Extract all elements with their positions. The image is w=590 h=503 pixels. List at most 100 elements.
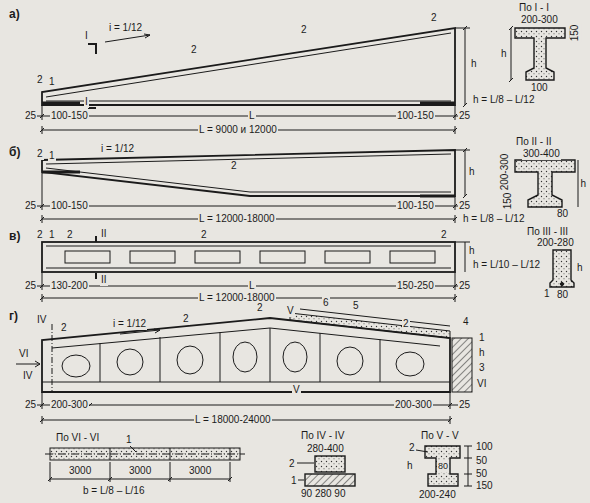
drawing-label: 100-150 [50,200,89,212]
drawing-label: 200-280 [536,237,575,249]
drawing-label: L = 12000-18000 [198,292,276,304]
drawing-label: L = 9000 и 12000 [198,124,278,136]
drawing-label: IV [22,370,33,382]
drawing-label: 2 [230,160,238,172]
drawing-label: h = L/8 – L/12 [472,94,535,106]
drawing-label: По IV - IV [300,430,345,442]
drawing-label: 2 [402,318,410,330]
drawing-label: h [468,245,476,257]
drawing-label: 50 [475,455,488,467]
drawing-label: 100-150 [50,110,89,122]
drawing-label: 2 [36,229,44,241]
drawing-label: i = 1/12 [100,143,135,155]
drawing-label: 2 [190,44,198,56]
drawing-label: h [500,48,508,60]
drawing-label: б) [8,146,21,158]
drawing-label: 2 [256,302,264,314]
drawing-label: 4 [462,316,470,328]
drawing-label: 3000 [128,465,152,477]
drawing-label: 25 [458,280,471,292]
drawing-label: i = 1/12 [112,318,147,330]
drawing-label: b = L/8 – L/16 [82,485,145,497]
drawing-label: 150 [475,480,494,492]
drawing-label: 1 [543,288,551,300]
drawing-label: L [248,280,256,292]
drawing-label: 1 [125,434,133,446]
drawing-label: 80 [556,208,569,220]
drawing-label: II [100,228,108,240]
drawing-label: 3 [478,362,486,374]
drawing-label: 1 [48,229,56,241]
drawing-label: г) [8,310,19,322]
drawing-label: 200-300 [394,399,433,411]
drawing-label: I [84,96,89,108]
drawing-label: I [84,30,89,42]
drawing-label: 80 [556,289,569,301]
drawing-label: 6 [322,297,330,309]
drawing-label: 280-400 [306,443,345,455]
drawing-label: а) [8,8,21,20]
drawing-label: 1 [478,332,486,344]
drawing-label: 1 [290,475,298,487]
drawing-label: 100 [475,441,494,453]
drawing-label: 25 [24,110,37,122]
drawing-label: 200-300 [499,153,511,192]
drawing-label: 200-300 [50,399,89,411]
drawing-label: 25 [24,200,37,212]
drawing-label: 200-240 [418,489,457,501]
drawing-label: 25 [458,110,471,122]
drawing-label: h [468,166,476,178]
drawing-label: По I - I [518,2,550,14]
drawing-label: 3000 [68,465,92,477]
drawing-label: V [286,305,295,317]
drawing-label: L = 18000-24000 [194,414,272,426]
drawing-label: h [470,58,478,70]
drawing-label: h [579,178,587,190]
drawing-label: L [248,110,256,122]
drawing-label: 90 280 90 [300,488,347,500]
drawing-label: IV [36,314,47,326]
drawing-label: 2 [288,458,296,470]
drawing-label: 200-300 [520,14,559,26]
drawing-label: 2 [36,148,44,160]
drawing-label: 2 [60,322,68,334]
drawing-label: II [100,274,108,286]
drawing-label: L = 12000-18000 [198,213,276,225]
drawing-label: 2 [36,74,44,86]
drawing-label: h [478,347,486,359]
drawing-label: 25 [24,280,37,292]
drawing-label: 150 [569,24,581,43]
drawing-label: 130-200 [50,280,89,292]
drawing-label: 2 [430,12,438,24]
drawing-label: в) [8,230,21,242]
drawing-label: 1 [48,150,56,162]
drawing-label: 300-400 [522,148,561,160]
drawing-label: V [292,384,301,396]
drawing-label: h [576,262,584,274]
drawing-label: h = L/8 – L/12 [462,213,525,225]
drawing-label: 25 [24,399,37,411]
drawing-label: 1 [48,76,56,88]
drawing-label: 3000 [188,465,212,477]
drawing-label: 5 [352,300,360,312]
drawing-label: 2 [182,313,190,325]
drawing-label: 100-150 [396,200,435,212]
drawing-label: h [406,460,414,472]
drawing-label: 2 [440,229,448,241]
drawing-label: По VI - VI [55,432,100,444]
drawing-label: 150-250 [396,280,435,292]
drawing-label: VI [476,378,487,390]
drawing-label: По V - V [420,430,460,442]
drawing-label: 2 [66,229,74,241]
drawing-label: 50 [475,468,488,480]
drawing-label: 2 [300,24,308,36]
drawing-label: 2 [408,442,416,454]
drawing-label: i = 1/12 [108,22,143,34]
drawing-label: 25 [458,399,471,411]
drawing-label: 100-150 [396,110,435,122]
drawing-label: 80 [437,460,449,472]
drawing-label: 100 [530,82,549,94]
drawing-label: По II - II [515,136,553,148]
drawing-label: 2 [200,229,208,241]
